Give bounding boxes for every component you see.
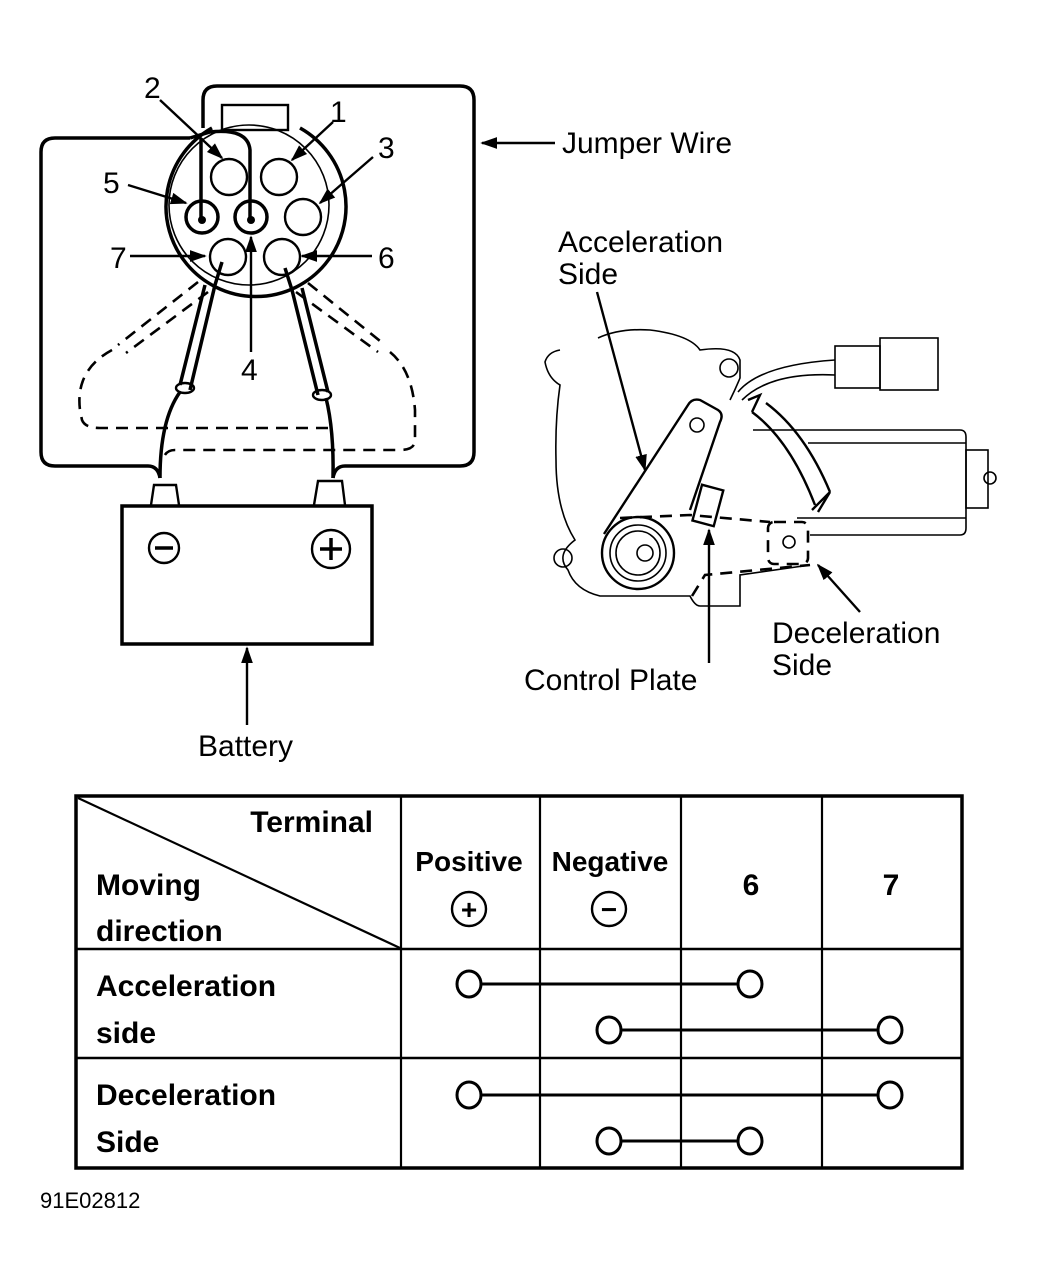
arm-hub-center xyxy=(636,544,654,562)
continuity-terminal-node xyxy=(876,1015,904,1045)
test-lead-left-dashed xyxy=(117,280,209,355)
connector-diagram: 2 1 3 5 7 6 4 Jumper Wire Battery xyxy=(39,72,732,763)
deceleration-stopper-box xyxy=(766,520,810,566)
continuity-table: Terminal Moving direction Positive + Neg… xyxy=(74,794,964,1170)
deceleration-side-label-1: Deceleration xyxy=(772,617,940,650)
control-plate-label: Control Plate xyxy=(524,664,697,697)
positive-terminal-icon: + xyxy=(450,890,488,928)
corner-label-direction: direction xyxy=(96,915,223,948)
pin-label-5: 5 xyxy=(103,167,120,200)
test-lead-right xyxy=(283,267,330,396)
acceleration-side-label-1: Acceleration xyxy=(558,226,723,259)
jumper-wire-label: Jumper Wire xyxy=(562,127,732,160)
battery-negative-icon xyxy=(147,531,181,565)
pin-label-1: 1 xyxy=(330,96,347,129)
arm-pivot-hole xyxy=(689,417,705,433)
continuity-terminal-node xyxy=(736,1126,764,1156)
motor-shaft xyxy=(983,471,997,485)
pin-label-4: 4 xyxy=(241,354,258,387)
control-arm xyxy=(602,398,723,535)
control-plate xyxy=(690,483,725,528)
pin-jumper-link xyxy=(189,129,252,218)
pin-2 xyxy=(209,157,249,197)
row-label-acceleration-1: Acceleration xyxy=(96,970,276,1003)
pin-label-6: 6 xyxy=(378,242,395,275)
stopper-pin xyxy=(782,535,796,549)
svg-text:+: + xyxy=(461,894,477,925)
dashed-wire-left xyxy=(78,348,330,430)
acceleration-arrow xyxy=(595,291,647,472)
battery-label: Battery xyxy=(198,730,293,763)
continuity-terminal-node xyxy=(455,1080,483,1110)
connector-latch xyxy=(220,103,290,132)
jumper-wire-right-loop xyxy=(201,84,476,479)
continuity-terminal-node xyxy=(595,1015,623,1045)
corner-label-moving: Moving xyxy=(96,869,201,902)
actuator-diagram: Acceleration Side Control Plate Decelera… xyxy=(524,226,997,697)
pin-label-3: 3 xyxy=(378,132,395,165)
lead-tip-right xyxy=(311,388,333,402)
actuator-cable xyxy=(737,359,836,401)
connector-outer-ring xyxy=(164,126,348,299)
battery-positive-icon xyxy=(310,528,352,570)
column-header-negative: Negative xyxy=(552,846,669,877)
pin-label-2: 2 xyxy=(144,72,161,105)
corner-label-terminal: Terminal xyxy=(250,806,373,839)
negative-terminal-icon: − xyxy=(590,890,628,928)
callout-arrow-3 xyxy=(318,156,374,205)
pin-6 xyxy=(262,237,302,277)
test-lead-left xyxy=(178,261,224,391)
continuity-terminal-node xyxy=(876,1080,904,1110)
arm-hub-inner xyxy=(615,530,661,576)
actuator-plug-head xyxy=(879,337,939,391)
pin-7 xyxy=(208,237,248,277)
continuity-terminal-node xyxy=(595,1126,623,1156)
deceleration-side-label-2: Side xyxy=(772,649,832,682)
jumper-wire-left-loop xyxy=(39,136,190,479)
column-header-6: 6 xyxy=(743,869,760,902)
row-label-acceleration-2: side xyxy=(96,1017,156,1050)
callout-arrow-1 xyxy=(290,121,334,162)
pin-label-7: 7 xyxy=(110,242,127,275)
actuator-plug-body xyxy=(834,345,881,389)
table-border xyxy=(74,794,964,1170)
travel-arrow xyxy=(747,392,832,513)
arm-hub-mid xyxy=(609,524,667,582)
pin-1 xyxy=(259,157,299,197)
battery-terminal-positive xyxy=(312,479,347,506)
acceleration-side-label-2: Side xyxy=(558,258,618,291)
battery-terminal-negative xyxy=(149,483,181,506)
svg-text:−: − xyxy=(601,894,617,925)
figure-id: 91E02812 xyxy=(40,1188,140,1213)
row-label-deceleration-1: Deceleration xyxy=(96,1079,276,1112)
deceleration-arrow xyxy=(816,563,861,613)
arm-hub-outer xyxy=(600,515,676,591)
callout-arrow-2 xyxy=(159,99,224,160)
housing-screw-top xyxy=(719,358,739,378)
lead-wire-left xyxy=(158,390,182,479)
test-lead-right-dashed xyxy=(295,281,386,354)
row-label-deceleration-2: Side xyxy=(96,1126,159,1159)
callout-arrow-5 xyxy=(127,183,188,205)
housing-screw-bottom xyxy=(553,548,573,568)
lead-wire-right xyxy=(324,397,335,479)
continuity-terminal-node xyxy=(736,969,764,999)
battery-body xyxy=(120,504,374,646)
motor-end-cap xyxy=(965,449,989,509)
dashed-wire-right xyxy=(161,350,417,461)
pin-3 xyxy=(283,197,323,237)
deceleration-stopper-dashed xyxy=(619,513,811,597)
corner-diagonal xyxy=(77,797,401,949)
column-header-positive: Positive xyxy=(415,846,522,877)
actuator-housing xyxy=(544,328,811,607)
lead-tip-left xyxy=(174,381,196,395)
connector-inner-ring xyxy=(168,124,330,286)
continuity-terminal-node xyxy=(455,969,483,999)
continuity-connections xyxy=(455,969,904,1156)
column-header-7: 7 xyxy=(883,869,900,902)
